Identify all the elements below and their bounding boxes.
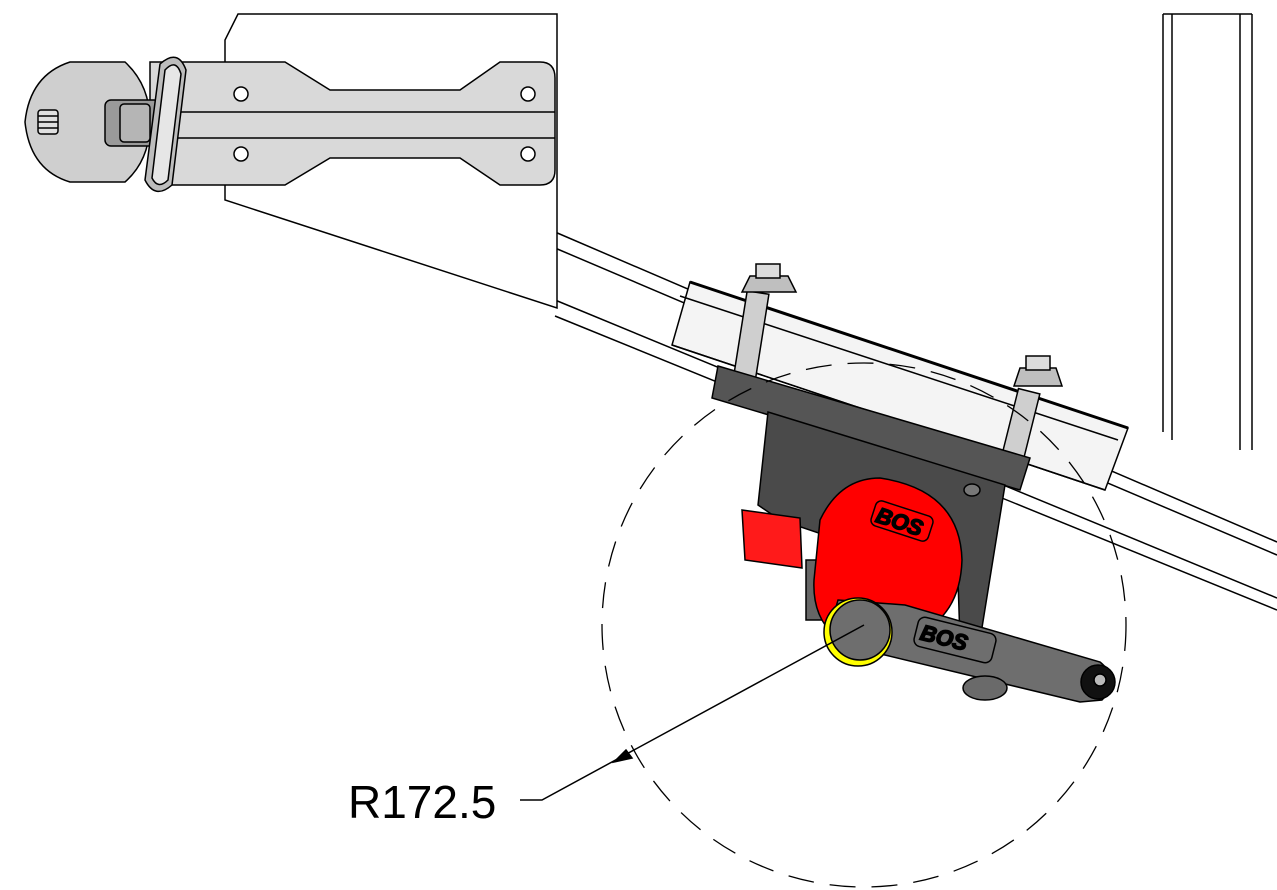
wall-frame: [1162, 13, 1253, 450]
u-bolt-left: [732, 263, 798, 385]
swing-radius-circle: [601, 362, 1127, 888]
radius-dimension-leader: [520, 624, 865, 801]
bracket-plate: [149, 13, 558, 310]
lever-arm: BOS: [823, 597, 1116, 703]
tow-ball: [24, 56, 187, 193]
radius-dimension-label: R172.5: [348, 776, 496, 828]
